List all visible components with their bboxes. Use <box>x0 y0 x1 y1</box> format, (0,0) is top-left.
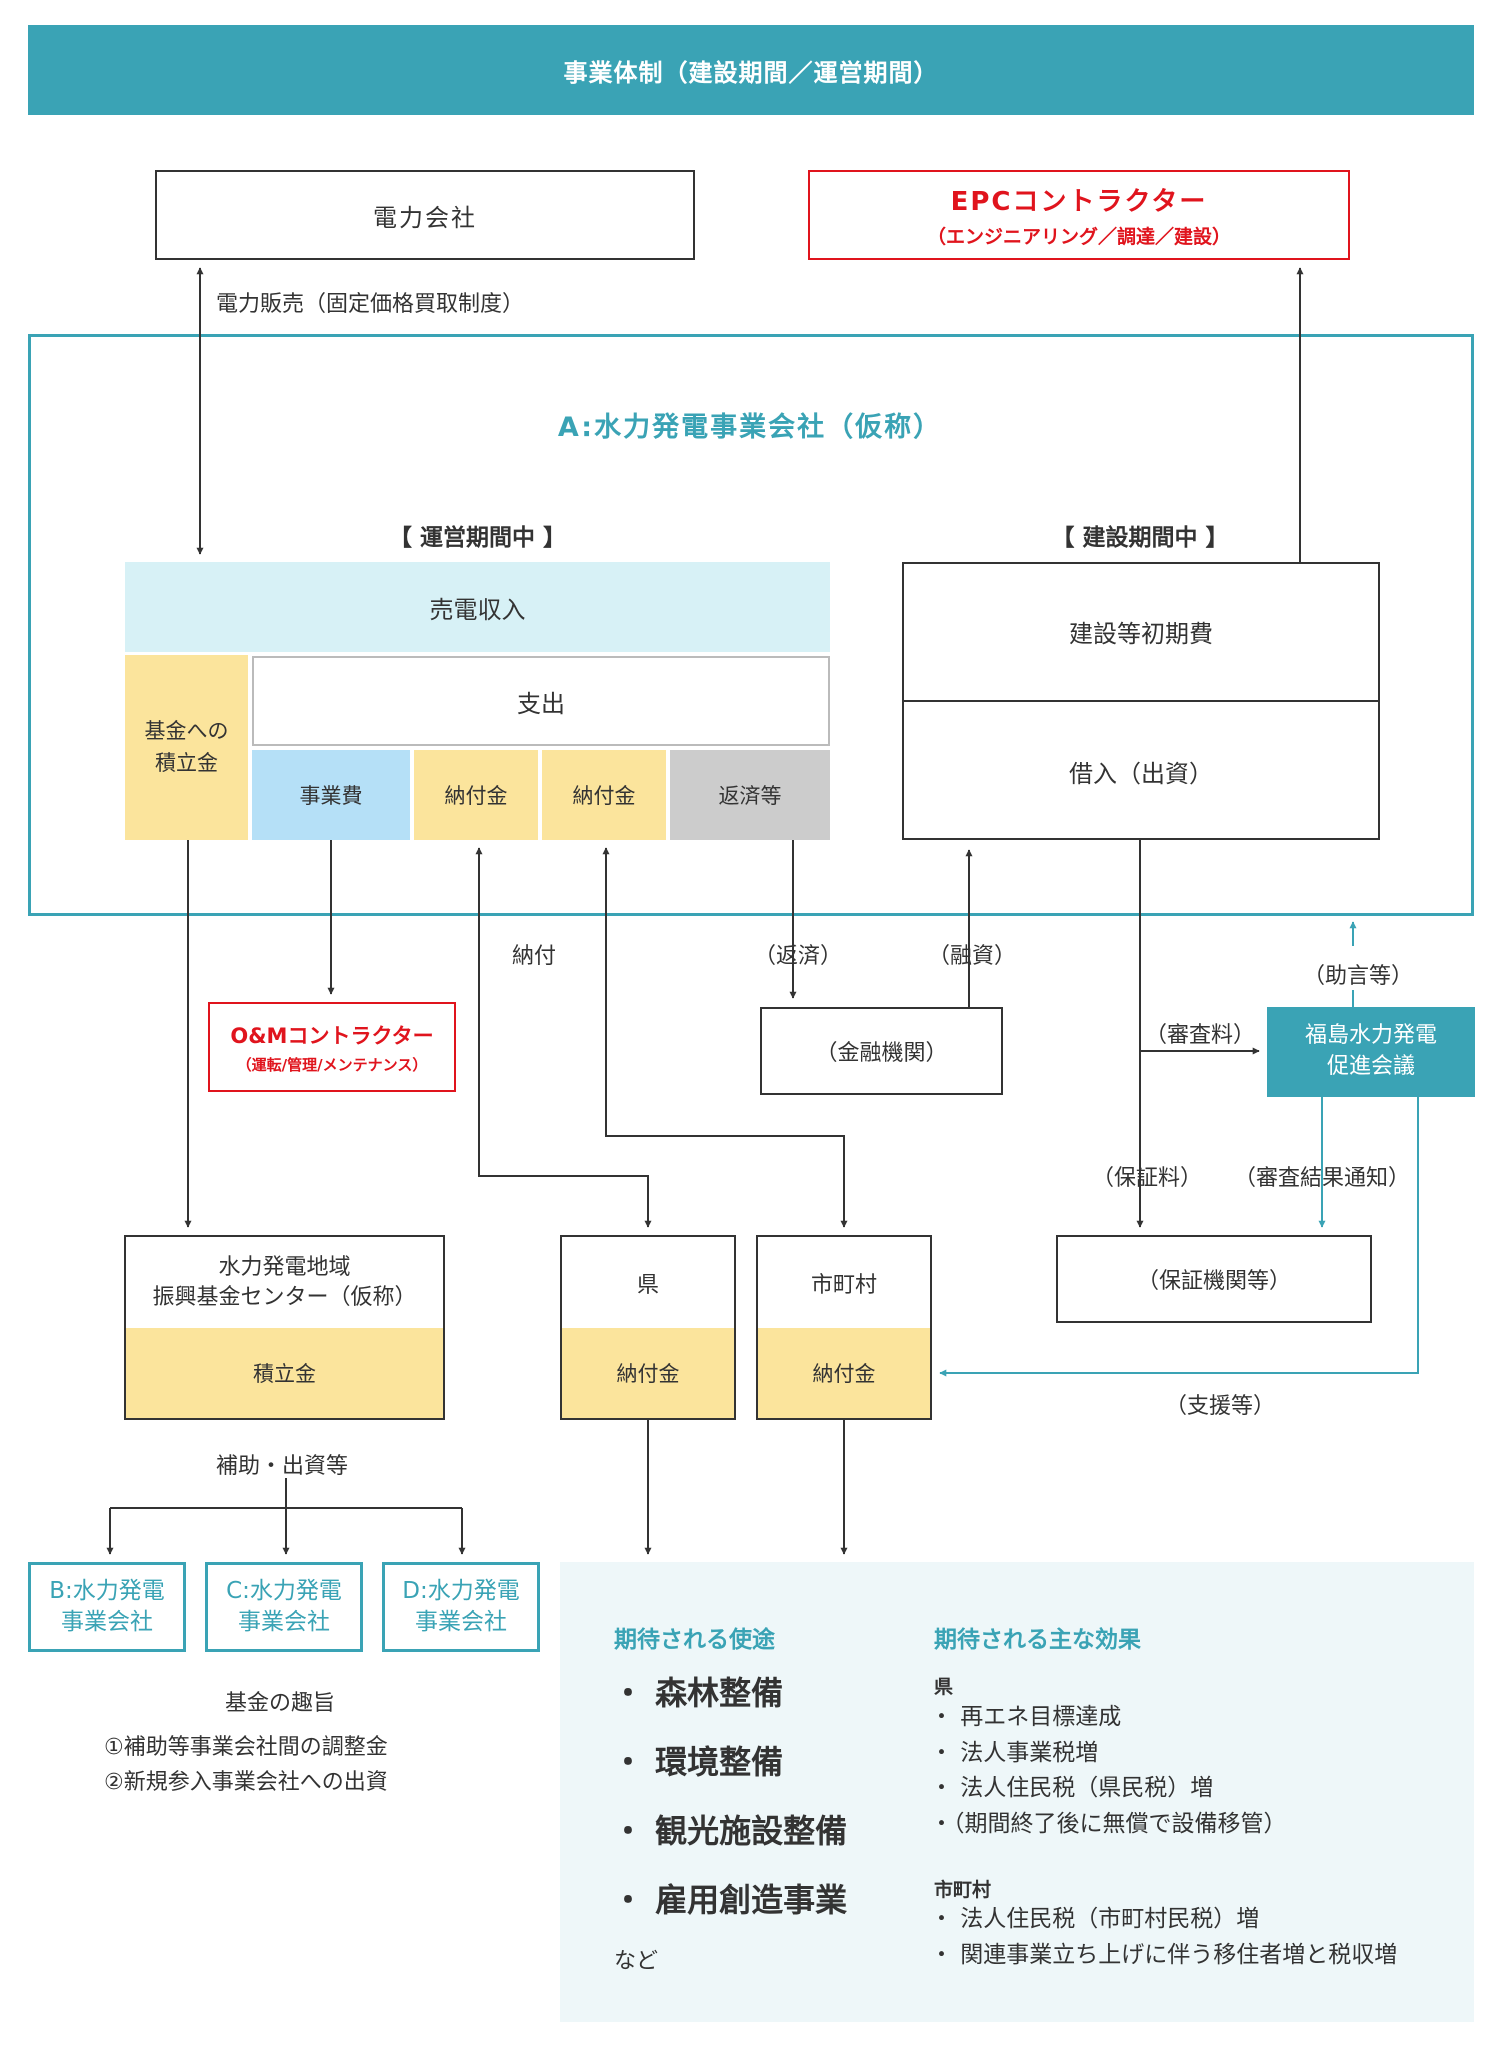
expected-uses-title: 期待される使途 <box>614 1627 775 1653</box>
fund-reserve-line2: 積立金 <box>155 750 218 775</box>
construction-period-label: 【 建設期間中 】 <box>1051 525 1229 551</box>
fund-center-reserve: 積立金 <box>126 1328 443 1418</box>
use-item-forest: ・ 森林整備 <box>612 1674 784 1712</box>
effect-item: ・ 法人住民税（市町村民税）増 <box>930 1906 1260 1932</box>
arrow-support <box>939 1097 1419 1377</box>
operation-period-label: 【 運営期間中 】 <box>388 525 566 551</box>
review-fee-label: （審査料） <box>1145 1023 1256 1048</box>
effect-item: ・ 法人住民税（県民税）増 <box>930 1775 1214 1802</box>
revenue-cell: 売電収入 <box>125 562 830 652</box>
arrow-review-fee <box>1139 840 1260 1055</box>
fund-purpose-item: ①補助等事業会社間の調整金 <box>104 1735 388 1760</box>
company-d-box: D:水力発電 事業会社 <box>382 1562 540 1652</box>
effects-municipality-list: ・ 法人住民税（市町村民税）増 ・ 関連事業立ち上げに伴う移住者増と税収増 <box>930 1902 1397 1973</box>
council-box: 福島水力発電 促進会議 <box>1267 1007 1475 1097</box>
power-sale-label: 電力販売（固定価格買取制度） <box>216 292 525 317</box>
initial-cost-cell: 建設等初期費 <box>1069 619 1213 648</box>
guarantee-institution-box: （保証機関等） <box>1056 1235 1372 1323</box>
arrow-payment-prefecture <box>475 847 652 1228</box>
epc-contractor-box: EPCコントラクター （エンジニアリング／調達／建設） <box>808 170 1350 260</box>
prefecture-name: 県 <box>636 1272 659 1298</box>
council-line1: 福島水力発電 <box>1304 1023 1437 1049</box>
company-b-line2: 事業会社 <box>61 1609 153 1635</box>
guarantee-fee-label: （保証料） <box>1092 1166 1203 1191</box>
advice-flow-label: （助言等） <box>1303 964 1414 989</box>
expected-panel <box>560 1562 1474 2022</box>
om-title: O&Mコントラクター <box>230 1023 434 1048</box>
borrowing-cell: 借入（出資） <box>1069 759 1213 788</box>
municipality-name: 市町村 <box>810 1272 877 1298</box>
effect-item: ・（期間終了後に無償で設備移管） <box>930 1810 1287 1837</box>
use-item-environment: ・ 環境整備 <box>612 1743 784 1781</box>
fund-purpose-list: ①補助等事業会社間の調整金 ②新規参入事業会社への出資 <box>104 1730 388 1800</box>
finance-flow-label: （融資） <box>928 944 1017 969</box>
diagram-header: 事業体制（建設期間／運営期間） <box>28 25 1474 115</box>
company-c-line2: 事業会社 <box>238 1609 330 1635</box>
payment-cell-1: 納付金 <box>414 750 538 840</box>
fund-purpose-title: 基金の趣旨 <box>224 1691 335 1716</box>
use-item-tourism: ・ 観光施設整備 <box>612 1812 848 1850</box>
arrow-payment-municipality <box>602 847 848 1228</box>
effects-municipality-title: 市町村 <box>934 1879 992 1901</box>
company-b-box: B:水力発電 事業会社 <box>28 1562 186 1652</box>
effect-item: ・ 法人事業税増 <box>930 1739 1099 1766</box>
fund-center-line1: 水力発電地域 <box>218 1254 351 1280</box>
construction-divider <box>902 700 1380 702</box>
effect-item: ・ 再エネ目標達成 <box>930 1704 1122 1730</box>
power-company-box: 電力会社 <box>155 170 695 260</box>
prefecture-payment: 納付金 <box>562 1328 734 1418</box>
use-item-employment: ・ 雇用創造事業 <box>612 1881 848 1919</box>
subsidy-label: 補助・出資等 <box>216 1454 349 1479</box>
effects-prefecture-title: 県 <box>934 1676 954 1698</box>
uses-etc: など <box>614 1949 659 1974</box>
company-c-box: C:水力発電 事業会社 <box>205 1562 363 1652</box>
company-a-title: A:水力発電事業会社（仮称） <box>557 412 943 443</box>
business-cost-cell: 事業費 <box>252 750 410 840</box>
payment-cell-2: 納付金 <box>542 750 666 840</box>
repayment-cell: 返済等 <box>670 750 830 840</box>
effect-item: ・ 関連事業立ち上げに伴う移住者増と税収増 <box>930 1941 1398 1968</box>
expenditure-cell: 支出 <box>252 656 830 746</box>
effects-prefecture-list: ・ 再エネ目標達成 ・ 法人事業税増 ・ 法人住民税（県民税）増 ・（期間終了後… <box>930 1700 1287 1843</box>
fund-center-line2: 振興基金センター（仮称） <box>152 1284 417 1310</box>
company-c-line1: C:水力発電 <box>226 1577 342 1604</box>
fund-reserve-line1: 基金への <box>144 719 229 743</box>
expected-effects-title: 期待される主な効果 <box>934 1627 1141 1653</box>
company-b-line1: B:水力発電 <box>49 1577 165 1604</box>
company-d-line2: 事業会社 <box>415 1609 507 1635</box>
fund-reserve-cell: 基金への 積立金 <box>125 655 248 840</box>
fund-center-name: 水力発電地域 振興基金センター（仮称） <box>126 1237 443 1328</box>
om-subtitle: （運転/管理/メンテナンス） <box>236 1055 428 1074</box>
company-d-line1: D:水力発電 <box>402 1577 520 1604</box>
council-line2: 促進会議 <box>1326 1054 1415 1079</box>
fund-purpose-item: ②新規参入事業会社への出資 <box>104 1770 388 1796</box>
municipality-payment: 納付金 <box>758 1328 930 1418</box>
epc-title: EPCコントラクター <box>950 187 1208 217</box>
support-flow-label: （支援等） <box>1165 1394 1276 1419</box>
om-contractor-box: O&Mコントラクター （運転/管理/メンテナンス） <box>208 1002 456 1092</box>
epc-subtitle: （エンジニアリング／調達／建設） <box>926 226 1231 248</box>
